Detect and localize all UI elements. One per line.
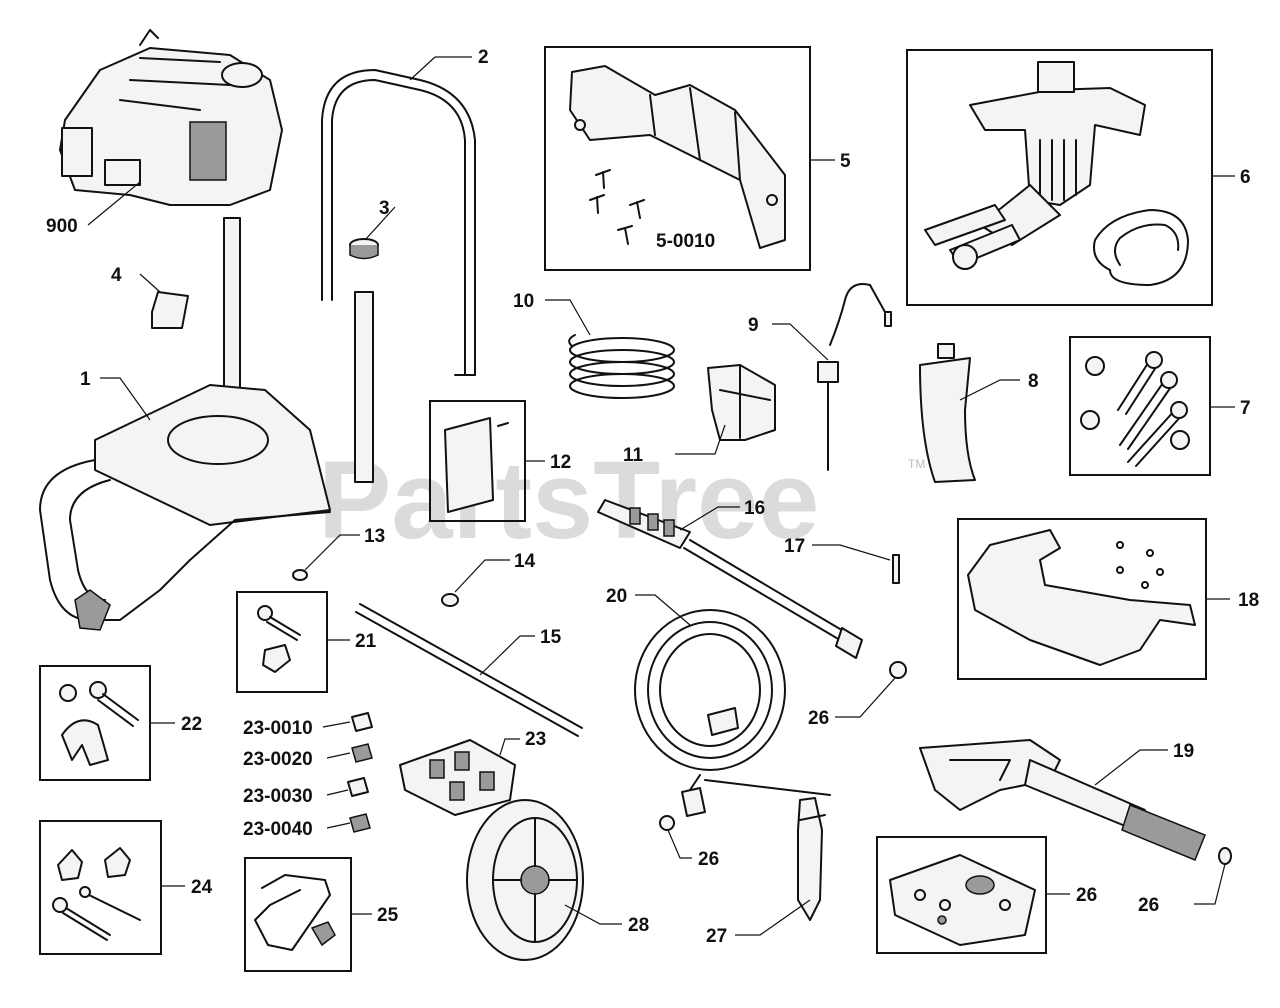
part-nozzle-23-0030[interactable] [347,777,369,797]
part-cap[interactable] [349,238,379,260]
part-box-26 [876,836,1047,954]
callout-1[interactable]: 1 [80,369,91,390]
part-washer-26a[interactable] [889,661,907,679]
callout-5-0010[interactable]: 5-0010 [656,231,715,252]
part-nozzle-23-0020[interactable] [351,743,373,763]
part-hose-coil[interactable] [568,334,675,399]
callout-13[interactable]: 13 [364,526,385,547]
callout-23-0010[interactable]: 23-0010 [243,718,313,739]
callout-19[interactable]: 19 [1173,741,1194,762]
part-bracket-25[interactable] [254,874,336,951]
callout-28[interactable]: 28 [628,915,649,936]
callout-24[interactable]: 24 [191,877,213,898]
part-axle[interactable] [355,603,583,737]
callout-10[interactable]: 10 [513,291,534,312]
callout-7[interactable]: 7 [1240,398,1251,419]
part-lance[interactable] [597,499,863,659]
part-frame[interactable] [39,217,374,631]
part-soap-bottle[interactable] [919,343,976,483]
watermark-text: PartsTree [318,439,819,562]
part-box-7 [1069,336,1211,476]
callout-23[interactable]: 23 [525,729,546,750]
part-pump[interactable] [924,61,1189,286]
part-holder[interactable] [707,364,776,441]
callout-22[interactable]: 22 [181,714,202,735]
part-knobs-24[interactable] [52,847,141,941]
callout-25[interactable]: 25 [377,905,399,926]
part-handle-bracket[interactable] [569,65,786,249]
callout-8[interactable]: 8 [1028,371,1039,392]
part-spray-gun[interactable] [919,739,1206,861]
watermark-trademark: TM [908,457,925,471]
callout-2[interactable]: 2 [478,47,489,68]
callout-18[interactable]: 18 [1238,590,1259,611]
part-handle[interactable] [321,69,476,376]
callout-26-lance[interactable]: 26 [808,708,829,729]
part-screws-5-0010[interactable] [589,169,645,245]
leader-lines [87,56,1235,936]
part-strap[interactable] [797,797,826,921]
part-pin-17[interactable] [892,554,900,584]
part-nozzle-23-0040[interactable] [349,813,371,833]
callout-900[interactable]: 900 [46,216,78,237]
callout-17[interactable]: 17 [784,536,805,557]
part-washer-13[interactable] [292,569,308,581]
callout-26-kit[interactable]: 26 [1076,885,1097,906]
part-decal[interactable] [151,291,189,329]
callout-23-0040[interactable]: 23-0040 [243,819,313,840]
part-nozzle-kit-26[interactable] [889,854,1036,946]
part-console[interactable] [967,529,1196,666]
callout-21[interactable]: 21 [355,631,377,652]
part-nozzle-holder-23[interactable] [399,739,516,816]
part-bolt-22[interactable] [59,681,139,766]
part-box-21 [236,591,328,693]
callout-26-gun[interactable]: 26 [1138,895,1159,916]
callout-6[interactable]: 6 [1240,167,1251,188]
callout-5[interactable]: 5 [840,151,851,172]
part-box-24 [39,820,162,955]
callout-23-0020[interactable]: 23-0020 [243,749,313,770]
callout-labels: 900 1 2 3 4 5 5-0010 6 7 8 9 10 11 12 13… [46,47,1259,947]
part-plate-12[interactable] [444,417,509,513]
callout-9[interactable]: 9 [748,315,759,336]
callout-23-0030[interactable]: 23-0030 [243,786,313,807]
part-box-5 [544,46,811,271]
part-washer-14[interactable] [441,593,459,607]
callout-15[interactable]: 15 [540,627,562,648]
part-bolts-7[interactable] [1080,351,1190,467]
callout-27[interactable]: 27 [706,926,727,947]
callout-12[interactable]: 12 [550,452,571,473]
part-washer-26c[interactable] [1218,847,1232,865]
callout-26-hose[interactable]: 26 [698,849,719,870]
part-box-6 [906,49,1213,306]
part-bolt-21[interactable] [257,605,301,673]
callout-3[interactable]: 3 [379,198,390,219]
callout-20[interactable]: 20 [606,586,627,607]
callout-11[interactable]: 11 [623,445,644,466]
part-nozzle-23-0010[interactable] [351,712,373,732]
callout-14[interactable]: 14 [514,551,536,572]
part-soap-tube[interactable] [817,283,892,471]
callout-4[interactable]: 4 [111,265,122,286]
part-engine[interactable] [59,29,283,206]
part-hose-reel[interactable] [634,609,831,817]
part-washer-26b[interactable] [659,815,675,831]
part-wheel[interactable] [466,799,584,961]
callout-16[interactable]: 16 [744,498,765,519]
